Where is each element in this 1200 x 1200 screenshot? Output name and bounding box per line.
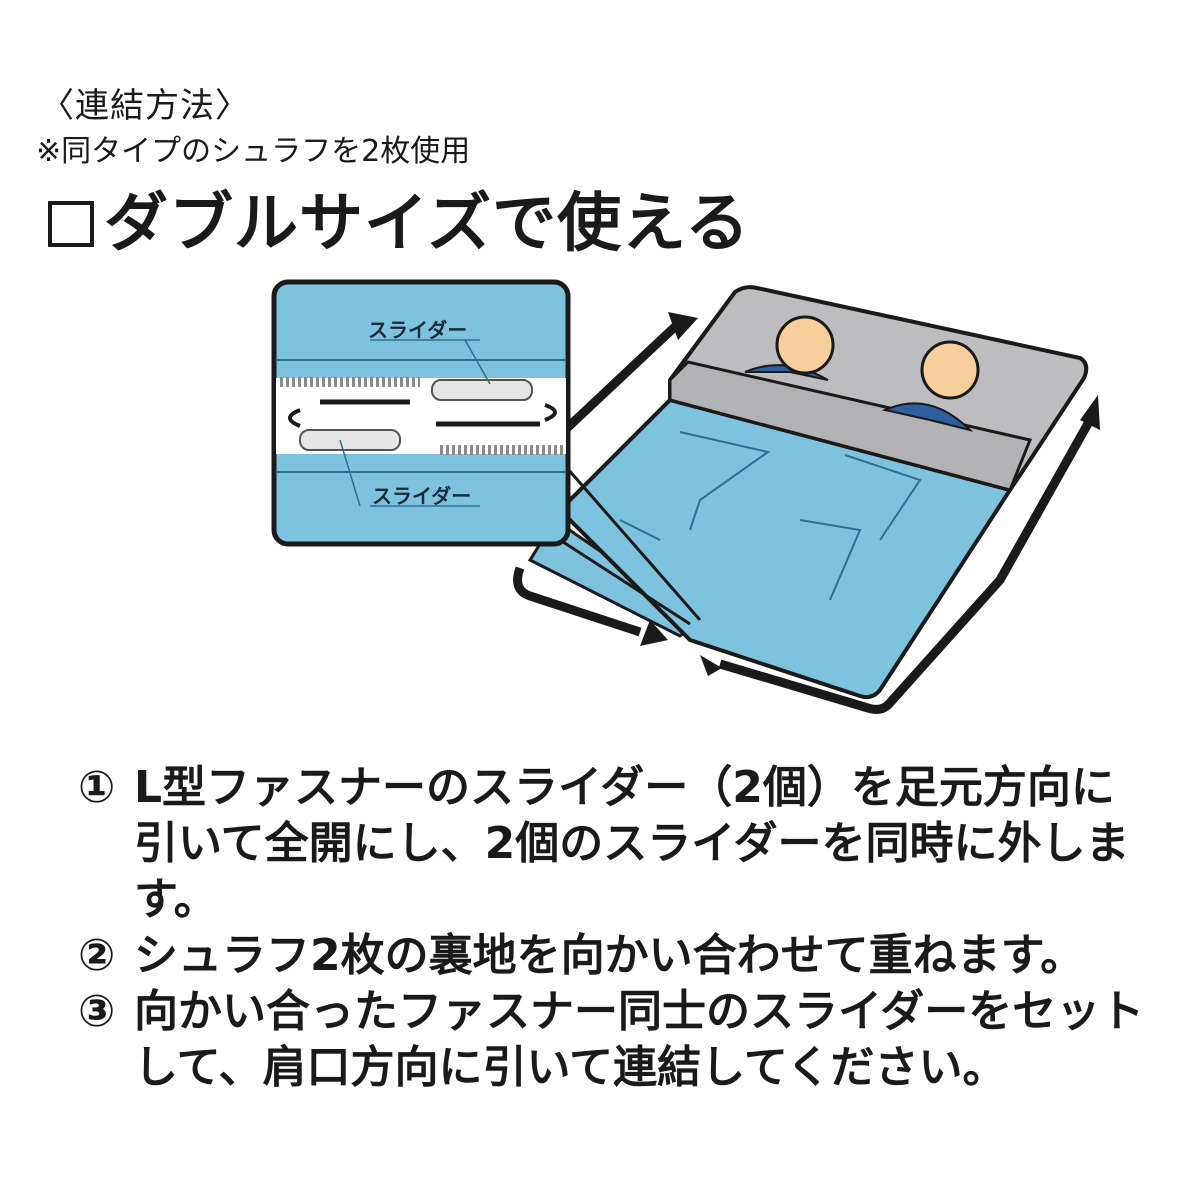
slider-label-top: スライダー [368, 318, 468, 342]
person-right-icon [881, 340, 980, 432]
sleeping-bag-body [557, 397, 1014, 700]
usage-note: ※同タイプのシュラフを2枚使用 [36, 134, 471, 169]
step-number: ③ [78, 986, 116, 1037]
checkbox-icon [48, 201, 94, 247]
zipper-detail-inset [271, 279, 571, 547]
zip-direction-arrows-icon [513, 318, 1094, 714]
page-title: ダブルサイズで使える [104, 187, 751, 261]
step-1: ① L型ファスナーのスライダー（2個）を足元方向に引いて全開にし、2個のスライダ… [78, 760, 1158, 928]
instruction-steps: ① L型ファスナーのスライダー（2個）を足元方向に引いて全開にし、2個のスライダ… [78, 760, 1158, 1096]
section-label: 〈連結方法〉 [40, 86, 250, 126]
step-number: ② [78, 930, 116, 981]
step-2: ② シュラフ2枚の裏地を向かい合わせて重ねます。 [78, 928, 1158, 984]
slider-label-bottom: スライダー [372, 484, 472, 508]
person-left-icon [744, 315, 835, 381]
step-text: 向かい合ったファスナー同士のスライダーをセットして、肩口方向に引いて連結してくだ… [134, 986, 1145, 1093]
slider-bottom-icon [299, 429, 401, 451]
step-text: L型ファスナーのスライダー（2個）を足元方向に引いて全開にし、2個のスライダーを… [134, 762, 1130, 925]
step-3: ③ 向かい合ったファスナー同士のスライダーをセットして、肩口方向に引いて連結して… [78, 984, 1158, 1096]
step-number: ① [78, 762, 116, 813]
double-sleeping-bag-illustration [271, 279, 1100, 714]
step-text: シュラフ2枚の裏地を向かい合わせて重ねます。 [134, 930, 1085, 981]
slider-top-icon [431, 379, 533, 401]
title-row: ダブルサイズで使える [48, 184, 750, 264]
